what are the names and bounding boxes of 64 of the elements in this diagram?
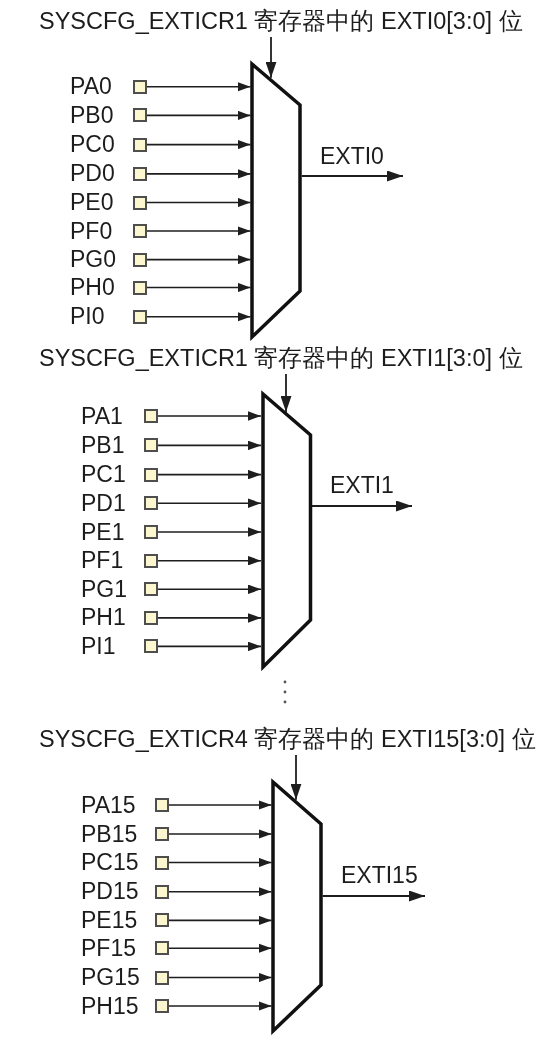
mux-trapezoid (269, 778, 325, 1035)
arrow (146, 254, 252, 265)
pin-label: PD1 (81, 491, 126, 515)
arrow (146, 226, 252, 236)
pin-label: PB0 (70, 103, 114, 127)
pin-label: PC1 (81, 463, 126, 487)
arrow (146, 82, 252, 92)
pin-label: PG1 (81, 577, 128, 601)
arrow (157, 440, 262, 451)
arrow (146, 169, 252, 179)
pin-label: PC15 (81, 851, 139, 874)
arrow (146, 197, 252, 208)
arrow (280, 373, 292, 413)
pin-label: PC0 (70, 133, 115, 157)
pin-label: PD0 (70, 162, 115, 186)
arrow (157, 641, 262, 652)
arrow (157, 584, 262, 595)
pin-label: PA0 (70, 75, 112, 99)
pin-label: PB15 (81, 822, 138, 846)
arrow (157, 498, 262, 508)
arrow (168, 800, 273, 810)
pin-label: PG15 (81, 966, 140, 989)
pin-label: PG0 (70, 248, 117, 272)
pin-label: PI1 (81, 634, 116, 658)
pin-label: PB1 (81, 433, 125, 457)
arrow (146, 139, 252, 150)
pin-label: PH1 (81, 606, 126, 630)
mux-trapezoid (258, 390, 314, 671)
register-heading: SYSCFG_EXTICR4 寄存器中的 EXTI15[3:0] 位 (39, 727, 536, 751)
arrow (168, 887, 273, 897)
pin-label: PH0 (70, 276, 115, 299)
arrow (157, 411, 262, 421)
pin-label: PD15 (81, 880, 139, 904)
pin-label: PE0 (70, 191, 114, 214)
signal-label: EXTI15 (341, 864, 418, 887)
pin-label: PF0 (70, 219, 113, 243)
arrow (157, 469, 262, 480)
arrow (290, 754, 302, 801)
pin-label: PI0 (70, 305, 105, 329)
pin-label: PE15 (81, 908, 138, 932)
arrow (168, 857, 273, 868)
signal-label: EXTI1 (330, 474, 394, 497)
pin-label: PA15 (81, 793, 136, 817)
pin-label: PH15 (81, 994, 139, 1018)
pin-label: PF15 (81, 936, 136, 960)
arrow (157, 555, 262, 566)
pin-label: PA1 (81, 404, 123, 428)
arrow (146, 110, 252, 121)
arrow (168, 829, 273, 839)
arrow (146, 282, 252, 293)
register-heading: SYSCFG_EXTICR1 寄存器中的 EXTI0[3:0] 位 (39, 9, 523, 33)
pin-label: PE1 (81, 520, 125, 544)
arrow (168, 915, 273, 926)
register-heading: SYSCFG_EXTICR1 寄存器中的 EXTI1[3:0] 位 (39, 346, 523, 370)
mux-trapezoid (248, 60, 304, 341)
arrow (168, 943, 273, 953)
pin-label: PF1 (81, 549, 124, 573)
signal-label: EXTI0 (320, 145, 384, 168)
arrow (168, 1001, 273, 1011)
arrow (157, 527, 262, 537)
arrow (265, 36, 277, 79)
arrow (168, 972, 273, 983)
arrow (146, 312, 252, 322)
arrow (157, 613, 262, 623)
